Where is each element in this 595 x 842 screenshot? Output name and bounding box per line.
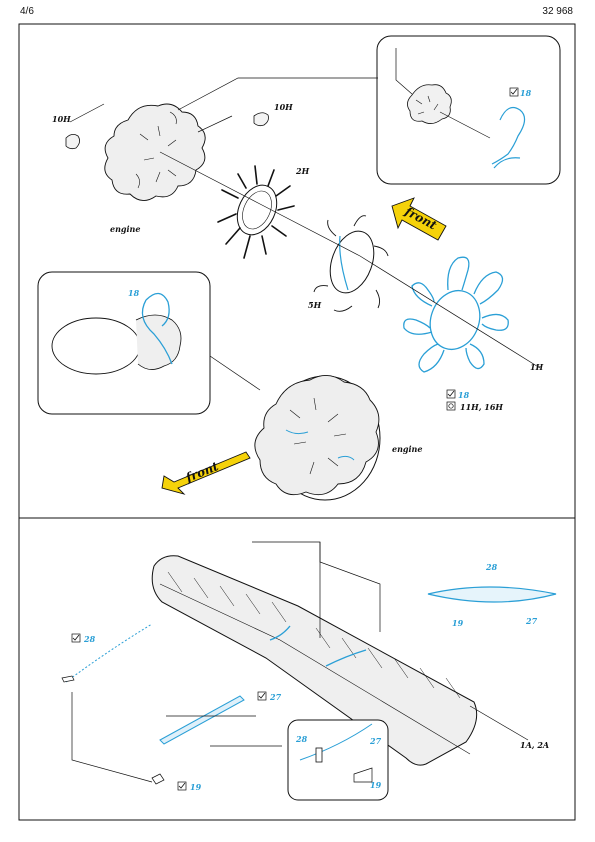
label-engine-upper: engine [110,224,140,234]
label-5h: 5H [308,300,322,310]
wing [151,555,478,766]
page-number: 4/6 [20,6,34,17]
label-27-main: 27 [269,692,282,702]
label-2h: 2H [295,166,310,176]
page-frame [18,23,576,821]
part-28-strip [61,623,153,683]
part-27-strip [159,695,245,745]
ref-box-27 [257,691,267,701]
part-5h-ring [313,215,389,312]
label-19-profile: 19 [452,618,464,628]
label-19-detail: 19 [370,780,382,790]
label-28-main: 28 [83,634,96,644]
inset-top-right [376,35,561,185]
inset-left [37,271,211,415]
ref-box-18-main [446,389,456,399]
part-19-small [151,773,165,785]
label-10h-left: 10H [52,114,71,124]
part-2h-exhaust-ring [217,165,295,259]
label-28-detail: 28 [295,734,308,744]
label-engine-lower: engine [392,444,422,454]
label-18-left-inset: 18 [128,288,140,298]
label-front-bottom: front [183,459,221,485]
label-10h-right: 10H [274,102,293,112]
label-11h-16h: 11H, 16H [460,402,503,412]
label-18-main: 18 [458,390,470,400]
engine-lower [254,375,381,501]
label-27-detail: 27 [369,736,382,746]
inset-bottom [287,719,389,801]
part-10h-left [65,134,80,150]
label-1h: 1H [530,362,544,372]
label-28-profile: 28 [485,562,498,572]
label-27-profile: 27 [525,616,538,626]
engine-upper [104,103,206,201]
label-wing-ref: 1A, 2A [520,740,549,750]
ref-box-11h-16h [446,401,456,411]
leader-lines-bottom [71,541,529,783]
part-10h-right [253,112,269,127]
front-arrow-bottom [161,451,251,495]
ref-box-28 [71,633,81,643]
label-19-main: 19 [190,782,202,792]
ref-box-19 [177,781,187,791]
ref-box-18-inset [509,87,519,97]
part-1h-blue-ring [403,256,509,373]
airfoil-profile [427,586,557,603]
front-arrow-top [391,197,447,241]
label-18-inset: 18 [520,88,532,98]
leader-lines-top [69,48,541,391]
catalog-number: 32 968 [542,6,573,17]
